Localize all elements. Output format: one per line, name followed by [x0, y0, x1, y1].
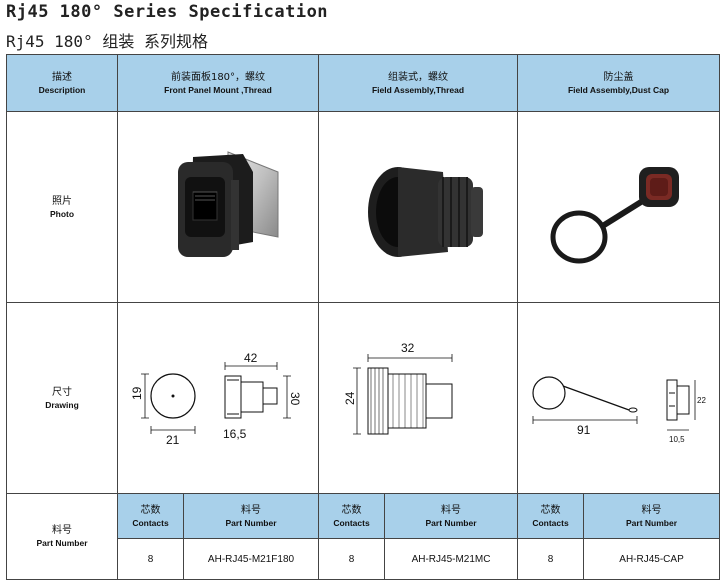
- part-number-value-1: AH-RJ45-M21F180: [182, 538, 320, 580]
- page-title: Rj45 180° Series Specification: [6, 2, 329, 22]
- part-number-header-zh: 料号: [241, 504, 261, 516]
- photo-field-assembly: [318, 111, 519, 303]
- desc-header-zh: 描述: [52, 71, 72, 83]
- part-number-header-en: Part Number: [626, 517, 678, 528]
- photo-label-en: Photo: [49, 208, 75, 219]
- dim-length: 91: [577, 423, 591, 437]
- front-panel-connector-photo: [178, 151, 279, 257]
- part-number-value-2: AH-RJ45-M21MC: [384, 538, 519, 580]
- drawing-field-assembly: 32 24: [318, 302, 519, 494]
- col2-header-zh: 组装式，螺纹: [388, 71, 449, 83]
- contacts-header-en: Contacts: [132, 517, 169, 528]
- dust-cap-dimension-drawing: 91 22 10,5: [531, 376, 706, 444]
- page-subtitle: Rj45 180° 组装 系列规格: [6, 32, 208, 51]
- contacts-header-2: 芯数 Contacts: [318, 493, 386, 539]
- col1-header-en: Front Panel Mount ,Thread: [164, 84, 272, 95]
- photo-front-panel-mount: [116, 111, 320, 303]
- col2-header: 组装式，螺纹 Field Assembly,Thread: [318, 54, 519, 112]
- contacts-header-en: Contacts: [532, 517, 569, 528]
- part-number-header-2: 料号 Part Number: [384, 493, 519, 539]
- dim-dia-height: 19: [130, 386, 144, 400]
- dim-height: 24: [343, 391, 357, 405]
- spec-table: 描述 Description 前装面板180°，螺纹 Front Panel M…: [6, 54, 721, 580]
- drawing-label-en: Drawing: [45, 399, 79, 410]
- front-panel-dimension-drawing: 19 21 42 30 16,5: [130, 351, 302, 447]
- contacts-value-2: 8: [318, 538, 386, 580]
- drawing-label: 尺寸 Drawing: [6, 302, 118, 494]
- dim-dia-width: 21: [166, 433, 180, 447]
- photo-label-zh: 照片: [52, 195, 72, 207]
- contacts-value-3: 8: [517, 538, 585, 580]
- photo-label: 照片 Photo: [6, 111, 118, 303]
- part-number-label-zh: 料号: [52, 525, 72, 536]
- contacts-header-en: Contacts: [333, 517, 370, 528]
- dim-width: 32: [401, 341, 415, 355]
- part-number-header-zh: 料号: [441, 504, 462, 516]
- contacts-header-zh: 芯数: [341, 504, 362, 516]
- dim-width: 42: [244, 351, 258, 365]
- part-number-header-zh: 料号: [641, 504, 662, 516]
- contacts-header-3: 芯数 Contacts: [517, 493, 585, 539]
- part-number-value-3: AH-RJ45-CAP: [583, 538, 721, 580]
- field-assembly-dimension-drawing: 32 24: [343, 341, 453, 435]
- part-number-label: 料号 Part Number: [6, 493, 118, 580]
- dim-small: 10,5: [669, 435, 685, 444]
- part-number-header-en: Part Number: [425, 517, 477, 528]
- col1-header-zh: 前装面板180°，螺纹: [170, 71, 266, 83]
- part-number-header-3: 料号 Part Number: [583, 493, 721, 539]
- drawing-dust-cap: 91 22 10,5: [517, 302, 721, 494]
- contacts-value-1: 8: [117, 538, 184, 580]
- dim-height: 22: [697, 396, 706, 405]
- desc-header: 描述 Description: [6, 54, 118, 112]
- dim-height: 30: [288, 392, 302, 406]
- dim-small: 16,5: [223, 427, 247, 441]
- col3-header-zh: 防尘盖: [603, 71, 634, 83]
- col2-header-en: Field Assembly,Thread: [371, 84, 465, 95]
- col1-header: 前装面板180°，螺纹 Front Panel Mount ,Thread: [116, 54, 320, 112]
- desc-header-en: Description: [38, 84, 86, 95]
- drawing-front-panel-mount: 19 21 42 30 16,5: [116, 302, 320, 494]
- part-number-header-en: Part Number: [225, 517, 277, 528]
- contacts-header-zh: 芯数: [140, 504, 161, 516]
- part-number-header-1: 料号 Part Number: [182, 493, 320, 539]
- col3-header-en: Field Assembly,Dust Cap: [567, 84, 670, 95]
- drawing-label-zh: 尺寸: [52, 386, 72, 398]
- col3-header: 防尘盖 Field Assembly,Dust Cap: [517, 54, 721, 112]
- photo-dust-cap: [517, 111, 721, 303]
- field-assembly-connector-photo: [368, 167, 484, 257]
- contacts-header-zh: 芯数: [540, 504, 561, 516]
- part-number-label-en: Part Number: [36, 538, 88, 548]
- contacts-header-1: 芯数 Contacts: [117, 493, 184, 539]
- dust-cap-photo: [550, 167, 679, 264]
